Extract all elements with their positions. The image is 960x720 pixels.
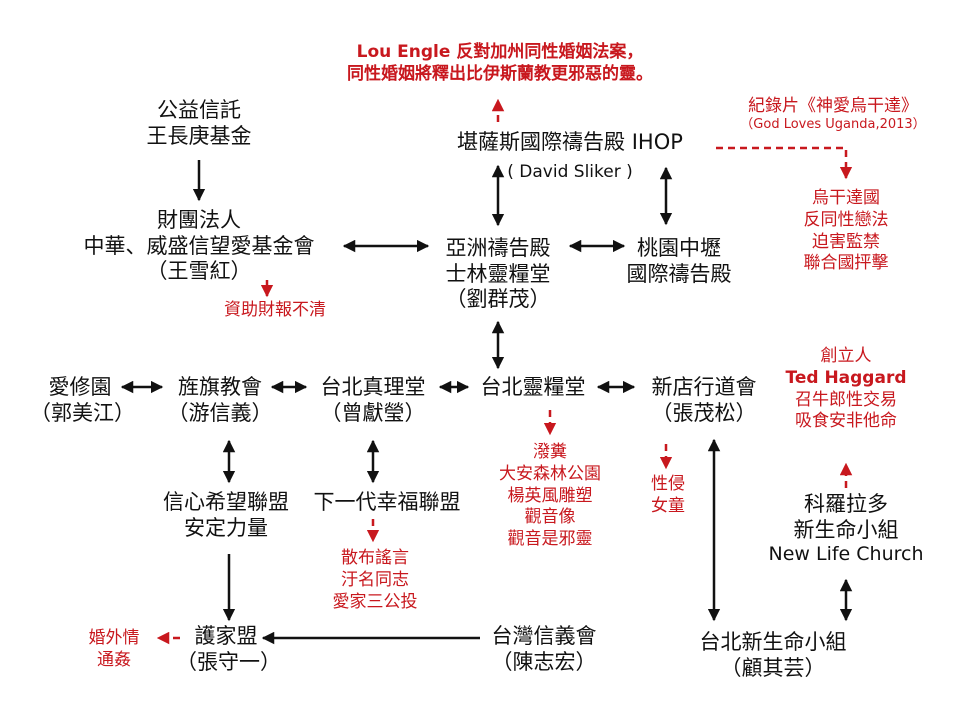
xindian-node: 新店行道會 （張茂松） — [636, 375, 772, 426]
asia-prayer-line-3: （劉群茂） — [445, 287, 551, 312]
xindian-line-2: （張茂松） — [651, 400, 757, 425]
xinyi-node: 台灣信義會 （陳志宏） — [474, 624, 614, 675]
taipei-newlife-line-2: （顧其芸） — [720, 655, 826, 680]
statue-note: 潑糞 大安森林公園 楊英風雕塑 觀音像 觀音是邪靈 — [490, 442, 610, 551]
film-title: 紀錄片《神愛烏干達》 — [748, 96, 918, 116]
taipei-newlife-node: 台北新生命小組 （顧其芸） — [684, 630, 862, 681]
next-gen-node: 下一代幸福聯盟 — [300, 490, 474, 516]
lou-engle-line-1: Lou Engle 反對加州同性婚姻法案， — [356, 42, 644, 62]
abuse-note: 性侵 女童 — [638, 474, 698, 518]
lou-engle-line-2: 同性婚姻將釋出比伊斯蘭教更邪惡的靈。 — [347, 63, 653, 84]
haggard-note: 創立人 Ted Haggard 召牛郎性交易 吸食安非他命 — [768, 346, 924, 433]
banner-line-2: （游信義） — [167, 400, 273, 425]
affair-line-1: 婚外情 — [88, 628, 140, 648]
abuse-line-1: 性侵 — [651, 474, 685, 494]
trust-line-1: 公益信託 — [157, 98, 241, 122]
banner-line-1: 旌旗教會 — [178, 375, 262, 399]
haggard-line-1: 創立人 — [820, 346, 872, 366]
aixiu-line-2: （郭美江） — [30, 400, 135, 425]
ihop-node: 堪薩斯國際禱告殿 IHOP ( David Sliker ) — [424, 130, 716, 182]
asia-prayer-line-2: 士林靈糧堂 — [445, 261, 551, 286]
faith-hope-node: 信心希望聯盟 安定力量 — [144, 490, 308, 541]
colorado-line-2: 新生命小組 — [793, 517, 899, 542]
banner-node: 旌旗教會 （游信義） — [165, 375, 275, 426]
asia-prayer-node: 亞洲禱告殿 士林靈糧堂 （劉群茂） — [428, 236, 568, 313]
rumor-line-1: 散布謠言 — [341, 548, 409, 568]
funding-text: 資助財報不清 — [224, 300, 326, 320]
taoyuan-node: 桃園中壢 國際禱告殿 — [614, 236, 744, 287]
trust-node: 公益信託 王長庚基金 — [124, 98, 274, 149]
foundation-line-1: 財團法人 — [157, 208, 241, 232]
lou-engle-note: Lou Engle 反對加州同性婚姻法案， 同性婚姻將釋出比伊斯蘭教更邪惡的靈。 — [300, 42, 700, 86]
abuse-line-2: 女童 — [651, 495, 685, 516]
taoyuan-line-2: 國際禱告殿 — [626, 261, 732, 286]
statue-line-4: 觀音像 — [524, 507, 576, 528]
rumor-line-3: 愛家三公投 — [332, 591, 418, 612]
aixiu-line-1: 愛修園 — [48, 375, 112, 399]
haggard-line-3: 召牛郎性交易 — [795, 389, 897, 410]
asia-prayer-line-1: 亞洲禱告殿 — [445, 236, 551, 260]
affair-note: 婚外情 通姦 — [72, 628, 156, 672]
family-alliance-line-1: 護家盟 — [194, 624, 258, 648]
xinyi-line-1: 台灣信義會 — [491, 624, 597, 648]
film-subtitle: （God Loves Uganda,2013） — [740, 116, 926, 132]
bread-of-life-node: 台北靈糧堂 — [470, 375, 596, 401]
arrow-ihop-to-uganda — [716, 146, 853, 180]
taoyuan-line-1: 桃園中壢 — [637, 236, 721, 260]
colorado-node: 科羅拉多 新生命小組 New Life Church — [746, 492, 946, 566]
statue-line-3: 楊英風雕塑 — [507, 485, 593, 506]
uganda-line-3: 迫害監禁 — [812, 231, 880, 252]
truth-node: 台北真理堂 （曾獻瑩） — [306, 375, 440, 426]
uganda-line-2: 反同性戀法 — [803, 209, 889, 230]
next-gen-text: 下一代幸福聯盟 — [313, 490, 461, 514]
bread-of-life-text: 台北靈糧堂 — [480, 375, 586, 399]
ihop-person: ( David Sliker ) — [507, 161, 633, 182]
haggard-line-4: 吸食安非他命 — [795, 411, 897, 432]
statue-line-5: 觀音是邪靈 — [507, 529, 593, 549]
trust-line-2: 王長庚基金 — [146, 123, 252, 148]
truth-line-2: （曾獻瑩） — [320, 400, 426, 425]
family-alliance-node: 護家盟 （張守一） — [176, 624, 281, 675]
affair-line-2: 通姦 — [97, 649, 131, 670]
ihop-name: 堪薩斯國際禱告殿 IHOP — [457, 130, 683, 154]
uganda-note: 烏干達國 反同性戀法 迫害監禁 聯合國抨擊 — [776, 188, 916, 275]
faith-hope-line-2: 安定力量 — [184, 515, 268, 540]
statue-line-1: 潑糞 — [533, 442, 567, 462]
rumor-note: 散布謠言 汙名同志 愛家三公投 — [310, 548, 440, 613]
xinyi-line-2: （陳志宏） — [491, 649, 597, 674]
foundation-node: 財團法人 中華、威盛信望愛基金會 （王雪紅） — [50, 208, 348, 285]
statue-line-2: 大安森林公園 — [499, 463, 601, 484]
uganda-line-4: 聯合國抨擊 — [803, 253, 889, 274]
colorado-line-1: 科羅拉多 — [804, 492, 888, 516]
faith-hope-line-1: 信心希望聯盟 — [163, 490, 289, 514]
taipei-newlife-line-1: 台北新生命小組 — [699, 630, 847, 654]
colorado-line-3: New Life Church — [768, 543, 924, 566]
family-alliance-line-2: （張守一） — [176, 649, 281, 674]
funding-note: 資助財報不清 — [200, 300, 350, 322]
foundation-line-3: （王雪紅） — [146, 259, 252, 284]
uganda-line-1: 烏干達國 — [812, 188, 880, 208]
haggard-line-2: Ted Haggard — [785, 367, 907, 388]
rumor-line-2: 汙名同志 — [341, 569, 409, 590]
aixiu-node: 愛修園 （郭美江） — [30, 375, 135, 426]
xindian-line-1: 新店行道會 — [651, 375, 757, 399]
truth-line-1: 台北真理堂 — [320, 375, 426, 399]
film-note: 紀錄片《神愛烏干達》 （God Loves Uganda,2013） — [720, 96, 946, 133]
foundation-line-2: 中華、威盛信望愛基金會 — [83, 233, 315, 258]
